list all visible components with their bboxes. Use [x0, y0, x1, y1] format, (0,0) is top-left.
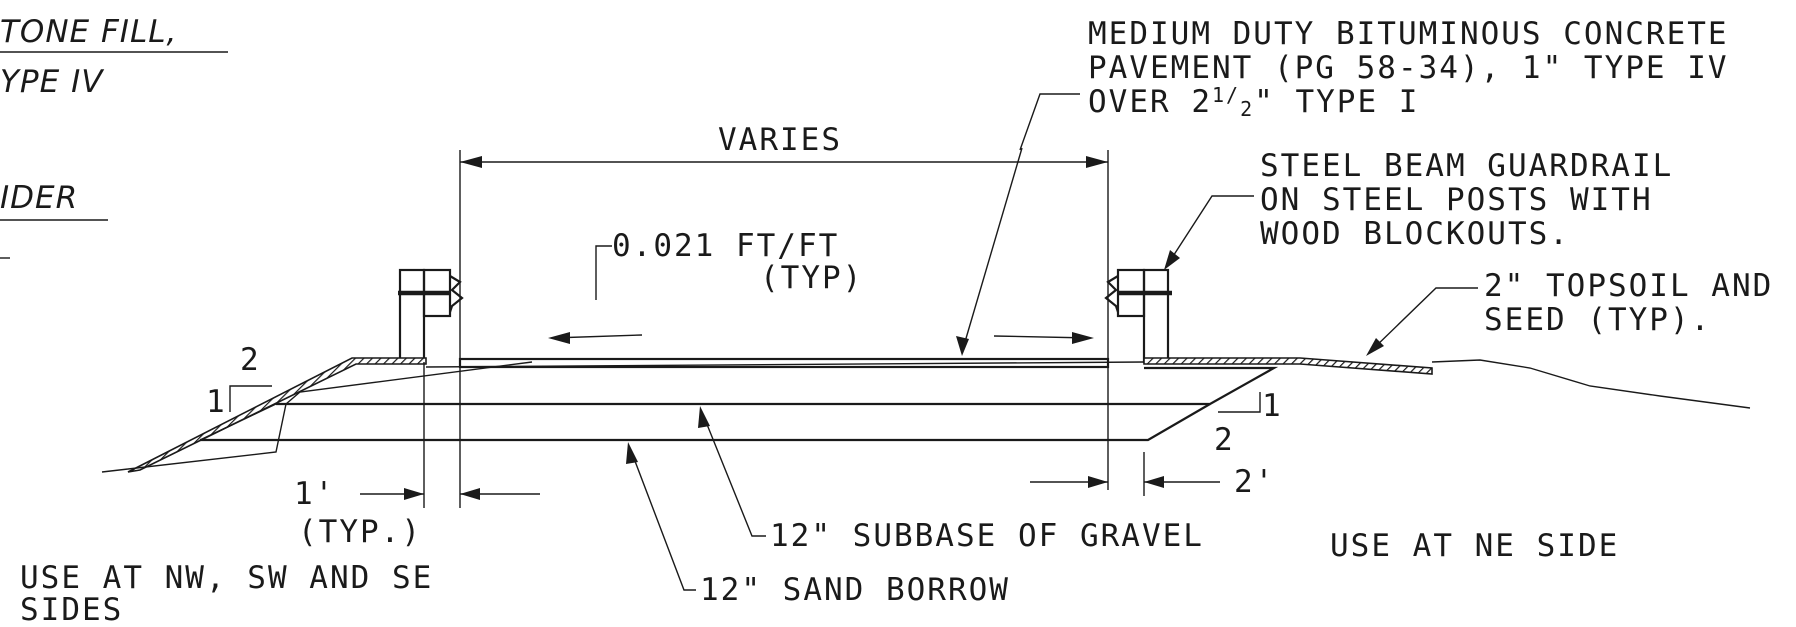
pavement-leader-arrow — [956, 336, 969, 356]
right-shoulder-topsoil — [1143, 357, 1433, 375]
slope-label-line2: (TYP) — [760, 260, 863, 296]
slope-callout: 0.021 FT/FT (TYP) — [548, 228, 1094, 344]
offset-right-arrow-a — [1088, 476, 1108, 488]
slope-leader — [595, 245, 612, 300]
slope-right-h: 2 — [1214, 422, 1235, 458]
left-slope-stone-fill — [127, 357, 427, 473]
guardrail-right-rail — [1104, 275, 1120, 313]
topsoil-leader-arrow — [1366, 338, 1384, 356]
sand-borrow-leader — [629, 447, 696, 591]
subbase-callout: 12" SUBBASE OF GRAVEL — [698, 406, 1204, 554]
offset-right-arrow-b — [1144, 476, 1164, 488]
guardrail-leader — [1167, 195, 1254, 265]
left-subgrade-line — [101, 361, 533, 473]
subbase-leader-arrow — [698, 406, 710, 428]
offset-left-arrow-b — [460, 488, 480, 500]
offset-left-dimension: 1' (TYP.) — [294, 362, 540, 550]
topsoil-label-line2: SEED (TYP). — [1484, 302, 1711, 338]
sand-borrow-outline — [200, 403, 1211, 442]
subbase-outline — [276, 366, 1279, 406]
stone-fill-callout: TONE FILL, YPE IV — [0, 14, 228, 100]
varies-arrow-left — [460, 156, 482, 168]
sand-borrow-callout: 12" SAND BORROW — [626, 442, 1010, 608]
pavement-layer — [458, 357, 1110, 369]
offset-right-dimension: 2' — [1030, 452, 1275, 500]
pavement-leader-top — [1019, 93, 1080, 151]
roadway-section — [101, 357, 1751, 473]
guardrail-leader-arrow — [1164, 250, 1180, 270]
sand-borrow-leader-arrow — [626, 442, 638, 464]
slope-arrow-right — [1072, 332, 1094, 344]
slope-right-triangle — [1218, 392, 1261, 413]
sand-borrow-label: 12" SAND BORROW — [700, 572, 1010, 608]
use-right-label: USE AT NE SIDE — [1330, 528, 1619, 564]
guardrail-right-post — [1142, 268, 1170, 364]
varies-label: VARIES — [718, 122, 842, 158]
shoulder-label: IDER — [0, 180, 78, 216]
pavement-leader — [961, 147, 1023, 353]
existing-ground-right — [1431, 359, 1751, 409]
offset-left-label: 1' — [294, 476, 335, 512]
pavement-label-line3: OVER 21/2" TYPE I — [1088, 83, 1419, 121]
varies-dimension: VARIES — [459, 122, 1109, 490]
topsoil-callout: 2" TOPSOIL AND SEED (TYP). — [1366, 268, 1773, 356]
offset-right-label: 2' — [1234, 464, 1275, 500]
sand-borrow-left-edge — [199, 403, 277, 441]
type-iv-left-label: YPE IV — [0, 64, 105, 100]
slope-arrow-left — [548, 332, 570, 344]
pavement-callout: MEDIUM DUTY BITUMINOUS CONCRETE PAVEMENT… — [956, 16, 1729, 356]
offset-left-arrow-a — [404, 488, 424, 500]
slope-left-v: 1 — [206, 384, 227, 420]
guardrail-label-line1: STEEL BEAM GUARDRAIL — [1260, 148, 1673, 184]
slope-ratio-left: 2 1 — [206, 342, 272, 420]
topsoil-leader — [1371, 287, 1478, 351]
slope-label-line1: 0.021 FT/FT — [612, 228, 839, 264]
usage-notes: USE AT NW, SW AND SE SIDES USE AT NE SID… — [20, 528, 1619, 627]
subbase-label: 12" SUBBASE OF GRAVEL — [770, 518, 1204, 554]
topsoil-label-line1: 2" TOPSOIL AND — [1484, 268, 1773, 304]
stone-fill-label: TONE FILL, — [0, 14, 177, 50]
guardrail-left — [398, 268, 464, 364]
slope-left-h: 2 — [240, 342, 261, 378]
varies-arrow-right — [1086, 156, 1108, 168]
slope-left-triangle — [229, 385, 272, 412]
use-left-line1: USE AT NW, SW AND SE — [20, 560, 433, 596]
slope-right-v: 1 — [1262, 388, 1283, 424]
pavement-label-line1: MEDIUM DUTY BITUMINOUS CONCRETE — [1088, 16, 1729, 52]
slope-ratio-right: 1 2 — [1214, 388, 1283, 458]
guardrail-label-line3: WOOD BLOCKOUTS. — [1260, 216, 1570, 252]
use-left-line2: SIDES — [20, 592, 123, 627]
guardrail-left-post — [398, 268, 426, 364]
pavement-top-line — [425, 361, 1145, 368]
pavement-label-line2: PAVEMENT (PG 58-34), 1" TYPE IV — [1088, 50, 1729, 86]
offset-left-typ-label: (TYP.) — [298, 514, 422, 550]
shoulder-callout: IDER — [0, 180, 108, 259]
guardrail-callout: STEEL BEAM GUARDRAIL ON STEEL POSTS WITH… — [1164, 148, 1673, 270]
guardrail-label-line2: ON STEEL POSTS WITH — [1260, 182, 1653, 218]
guardrail-left-rail — [448, 275, 464, 313]
guardrail-right — [1104, 268, 1172, 364]
subbase-leader — [701, 411, 766, 537]
